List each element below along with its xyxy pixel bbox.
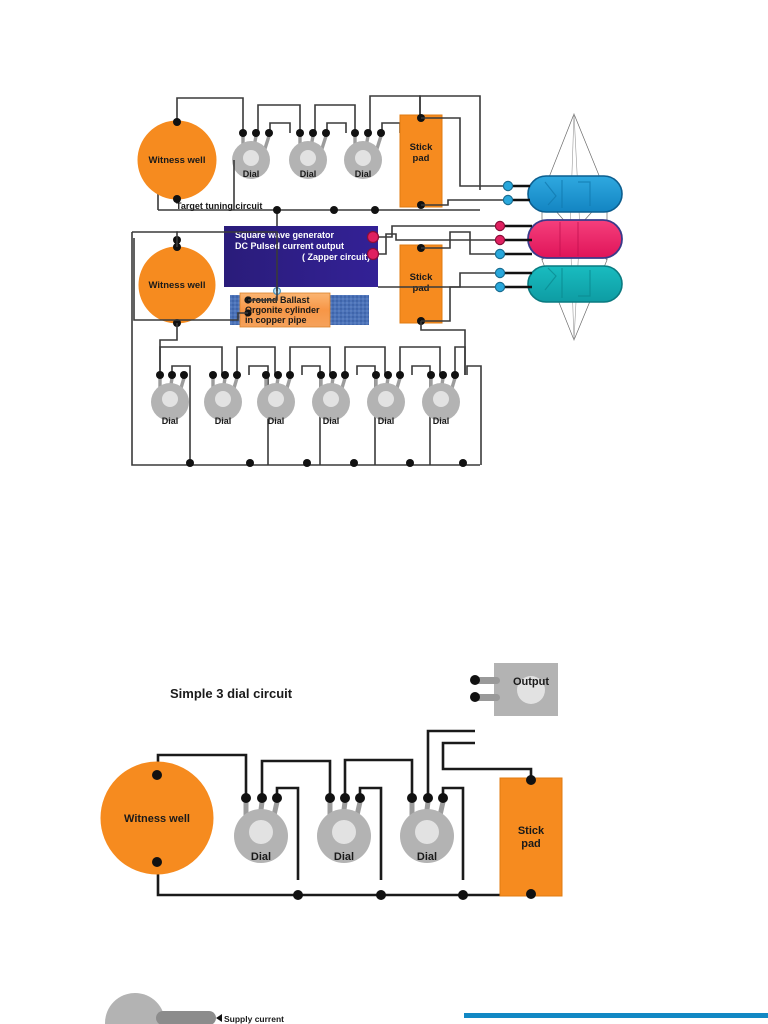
d1-bottom-dial-6[interactable]: Dial [422, 371, 460, 426]
supply-current-label: Supply current [224, 1014, 284, 1024]
d2-dial-1[interactable]: Dial [234, 793, 288, 863]
d1-teal-capsule[interactable] [527, 265, 623, 303]
d1-ground-ballast-copper-pipe[interactable]: Ground Ballast Orgonite cylinder in copp… [230, 287, 369, 328]
witness-well-top-label: Witness well [149, 155, 206, 166]
dial-label: Dial [323, 416, 340, 426]
output-terminal-stub-2 [474, 694, 500, 701]
d1-zapper-circuit-box[interactable]: Square wave generator DC Pulsed current … [224, 226, 380, 287]
diagram-simple-3-dial-circuit: Simple 3 dial circuit Witness well [100, 663, 563, 900]
witness-well-bottom-label: Witness well [149, 280, 206, 291]
supply-connector-bar [156, 1011, 216, 1024]
d2-output-block[interactable]: Output [470, 663, 558, 716]
d1-bottom-dial-row [159, 346, 482, 467]
d1-pink-capsule[interactable] [527, 219, 623, 259]
terminal-blue-1[interactable] [502, 180, 514, 192]
stick-pad-label-line2: pad [413, 283, 430, 294]
output-terminal-stub-1 [474, 677, 500, 684]
dial-label: Dial [215, 416, 232, 426]
d1-top-wire-bus [176, 95, 481, 190]
d1-bottom-dial-1[interactable]: Dial [151, 371, 189, 426]
stick-pad-label-line1: Stick [410, 272, 433, 283]
d1-top-dial-3[interactable]: Dial [344, 129, 385, 179]
d1-witness-well-top[interactable]: Witness well [137, 118, 217, 203]
d1-witness-well-bottom[interactable]: Witness well [138, 236, 216, 327]
zapper-line-1: Square wave generator [235, 230, 335, 240]
supply-current-arrow-icon [216, 1014, 222, 1022]
d2-dial-3[interactable]: Dial [400, 793, 454, 863]
ground-ballast-line-3: in copper pipe [245, 315, 307, 325]
supply-dial-body[interactable] [105, 993, 165, 1024]
d1-bottom-dial-3[interactable]: Dial [257, 371, 295, 426]
d1-stick-pad-bottom[interactable]: Stick pad [399, 244, 443, 325]
stick-pad-label-line2: pad [521, 838, 541, 850]
d1-bottom-dial-4[interactable]: Dial [312, 371, 350, 426]
terminal-blue-2[interactable] [502, 194, 514, 206]
dial-label: Dial [300, 169, 317, 179]
output-label: Output [513, 676, 549, 688]
terminal-pink-1[interactable] [494, 220, 506, 232]
dial-label: Dial [417, 851, 437, 863]
dial-label: Dial [243, 169, 260, 179]
d1-blue-capsule[interactable] [527, 175, 623, 213]
dial-label: Dial [355, 169, 372, 179]
d2-witness-well[interactable]: Witness well [100, 761, 214, 875]
zapper-line-3: ( Zapper circuit) [302, 252, 370, 262]
dial-label: Dial [251, 851, 271, 863]
dial-label: Dial [268, 416, 285, 426]
d1-capsule-terminals[interactable] [494, 180, 532, 293]
zapper-negative-terminal[interactable] [366, 247, 380, 261]
dial-label: Dial [433, 416, 450, 426]
diagram-supply-current-partial: Supply current [105, 993, 768, 1024]
d2-stick-pad[interactable]: Stick pad [499, 775, 563, 899]
dial-label: Dial [378, 416, 395, 426]
stick-pad-label-line2: pad [413, 153, 430, 164]
terminal-blue-3[interactable] [494, 248, 506, 260]
d2-bottom-bus-nodes [293, 890, 468, 900]
zapper-positive-terminal[interactable] [366, 230, 380, 244]
dial-label: Dial [334, 851, 354, 863]
terminal-pink-2[interactable] [494, 234, 506, 246]
stick-pad-label-line1: Stick [518, 825, 545, 837]
witness-well-label: Witness well [124, 813, 190, 825]
d1-top-dial-1[interactable]: Dial [232, 129, 273, 179]
diagram-complex-radionics-circuit: Witness well Dial Dial [131, 95, 623, 467]
terminal-blue-5[interactable] [494, 281, 506, 293]
terminal-blue-4[interactable] [494, 267, 506, 279]
zapper-line-2: DC Pulsed current output [235, 241, 344, 251]
simple-3-dial-circuit-title: Simple 3 dial circuit [170, 686, 293, 701]
dial-label: Dial [162, 416, 179, 426]
bottom-progress-bar[interactable] [464, 1013, 768, 1018]
d1-top-dial-2[interactable]: Dial [289, 129, 330, 179]
d1-bottom-dial-2[interactable]: Dial [204, 371, 242, 426]
d2-dial-2[interactable]: Dial [317, 793, 371, 863]
d1-top-dial-down-leads [233, 160, 379, 240]
d1-stickpad-to-blue-capsule-wires [421, 117, 508, 206]
d1-stick-pad-top[interactable]: Stick pad [399, 114, 443, 209]
d1-bottom-dial-5[interactable]: Dial [367, 371, 405, 426]
target-tuning-circuit-label: Target tuning circuit [176, 201, 262, 211]
ground-ballast-line-2: Orgonite cylinder [245, 305, 320, 315]
stick-pad-label-line1: Stick [410, 142, 433, 153]
d1-capsule-wire-bundle [378, 225, 500, 375]
